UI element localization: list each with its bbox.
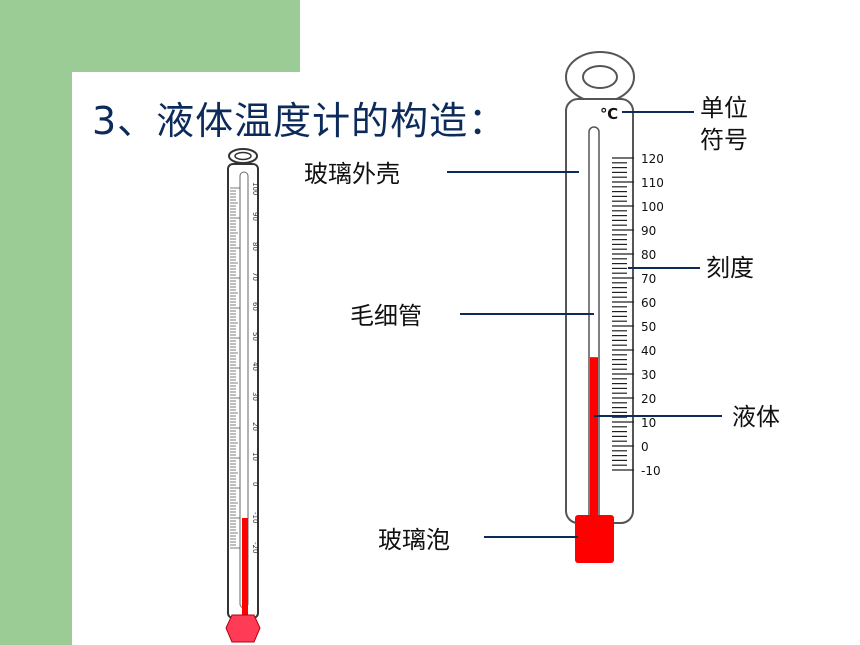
big-scale-label: 120 <box>641 152 664 166</box>
label-glass-shell: 玻璃外壳 <box>304 160 400 188</box>
page-title: 3、液体温度计的构造： <box>92 99 508 143</box>
big-scale-label: 50 <box>641 320 656 334</box>
small-scale-label: 100 <box>251 182 259 195</box>
big-liquid-column <box>590 357 598 520</box>
small-scale-label: 0 <box>251 482 259 486</box>
small-scale-ticks <box>230 187 240 549</box>
big-scale-ticks <box>612 157 634 471</box>
label-unit-symbol-line1: 单位 <box>700 94 748 122</box>
small-liquid-column <box>242 518 248 617</box>
big-scale-label: 70 <box>641 272 656 286</box>
small-scale-label: 40 <box>251 362 259 371</box>
big-hanging-ring <box>565 51 635 103</box>
label-unit-symbol-line2: 符号 <box>700 126 748 154</box>
big-scale-label: 0 <box>641 440 649 454</box>
label-capillary: 毛细管 <box>350 302 422 330</box>
small-scale-label: -10 <box>251 512 259 523</box>
small-scale-label: 60 <box>251 302 259 311</box>
small-scale-label: 70 <box>251 272 259 281</box>
small-scale-label: -20 <box>251 542 259 553</box>
big-scale-label: 110 <box>641 176 664 190</box>
big-scale-label: -10 <box>641 464 661 478</box>
big-scale-label: 100 <box>641 200 664 214</box>
big-bulb <box>575 515 614 563</box>
unit-symbol: ℃ <box>600 105 618 123</box>
small-scale-label: 90 <box>251 212 259 221</box>
small-scale-label: 30 <box>251 392 259 401</box>
big-scale-label: 80 <box>641 248 656 262</box>
big-scale-label: 60 <box>641 296 656 310</box>
big-scale-label: 90 <box>641 224 656 238</box>
small-scale-label: 80 <box>251 242 259 251</box>
big-scale-label: 40 <box>641 344 656 358</box>
small-bulb <box>225 614 261 643</box>
small-scale-label: 20 <box>251 422 259 431</box>
big-scale-label: 10 <box>641 416 656 430</box>
label-liquid: 液体 <box>732 403 780 431</box>
big-scale-label: 20 <box>641 392 656 406</box>
label-scale: 刻度 <box>706 254 754 282</box>
label-bulb: 玻璃泡 <box>378 526 450 554</box>
small-scale-label: 50 <box>251 332 259 341</box>
small-hanging-ring <box>228 148 258 164</box>
small-scale-label: 10 <box>251 452 259 461</box>
green-band-left <box>0 0 72 645</box>
big-scale-label: 30 <box>641 368 656 382</box>
